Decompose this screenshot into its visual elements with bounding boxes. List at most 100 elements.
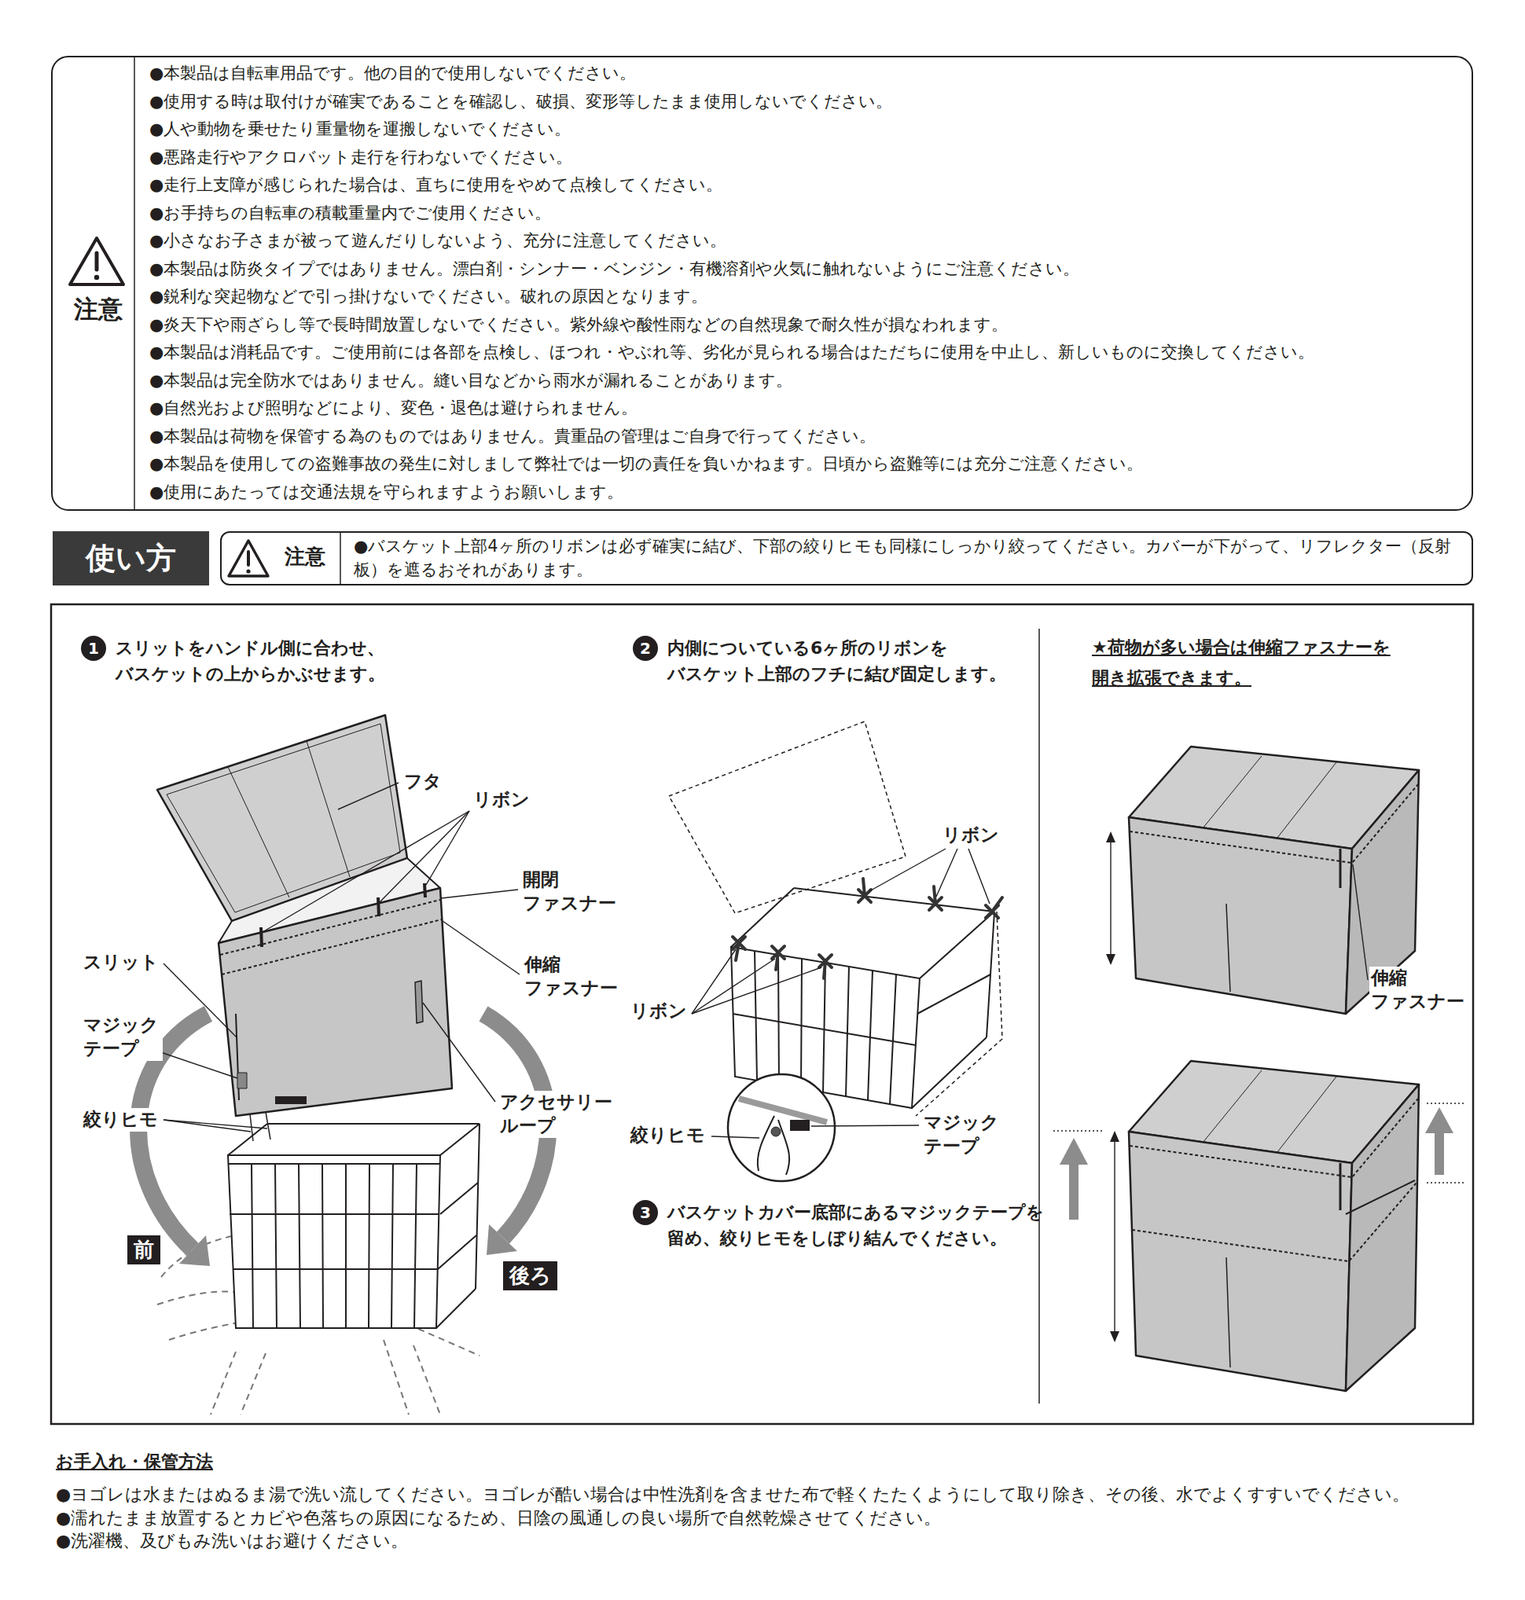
step2-basket (668, 721, 1003, 1117)
wire-basket (368, 1164, 370, 1329)
leader-line (691, 848, 990, 1015)
frame-lines (1038, 628, 1040, 1404)
basket-cover (218, 888, 452, 1117)
basket-cover (275, 1096, 307, 1105)
step2-basket (845, 966, 849, 1097)
ribbon (858, 878, 871, 903)
direction-arrow (486, 1224, 518, 1256)
care-item: ●濡れたまま放置するとカビや色落ちの原因になるため、日陰の風通しの良い場所で自然… (55, 1507, 941, 1531)
frame-lines (228, 540, 269, 577)
ribbon (819, 955, 832, 979)
section-band: 使い方 (52, 531, 210, 586)
leader-line (936, 848, 958, 897)
expanded-cover (1339, 848, 1342, 889)
expanded-cover (1106, 746, 1419, 1392)
caution-heading: 注意 (284, 543, 326, 571)
basket-cover (378, 897, 379, 917)
wire-basket (227, 1155, 441, 1329)
expanded-cover (1109, 1131, 1120, 1143)
wire-basket (275, 1164, 277, 1329)
step-number-text: 1 (80, 635, 107, 662)
caution-item: ●使用にあたっては交通法規を守られますようお願いします。 (149, 481, 624, 504)
magnifier-detail (811, 1125, 919, 1127)
frame-lines (246, 551, 250, 566)
step2-basket (889, 974, 897, 1105)
expanded-cover (1109, 1331, 1120, 1343)
leader-line (426, 811, 470, 886)
expanded-cover (1277, 1076, 1337, 1153)
expanded-cover (1202, 1070, 1262, 1143)
step2-basket (919, 911, 995, 979)
part-label: リボン (940, 823, 1001, 848)
leader-line (968, 848, 990, 904)
wire-basket (440, 1183, 478, 1215)
caution-item: ●人や動物を乗せたり重量物を運搬しないでください。 (149, 118, 571, 140)
care-heading: お手入れ・保管方法 (55, 1451, 214, 1474)
step-number-text: 2 (632, 635, 658, 662)
magnifier-detail (790, 1120, 810, 1132)
wire-basket (267, 1123, 480, 1125)
leader-line (869, 848, 946, 892)
ribbon (732, 878, 1003, 979)
basket-cover (157, 715, 452, 1142)
caution-item: ●バスケット上部4ヶ所のリボンは必ず確実に結び、下部の絞りヒモも同様にしっかり絞… (353, 534, 1455, 582)
basket-cover (227, 767, 290, 898)
basket-cover (306, 741, 350, 878)
wire-basket (229, 1213, 439, 1216)
caution-item: ●使用する時は取付けが確実であることを確認し、破損、変形等したまま使用しないでく… (149, 91, 893, 113)
step2-basket (668, 721, 906, 914)
section-title: 使い方 (52, 531, 210, 586)
expand-arrow (1069, 1163, 1079, 1220)
step2-basket (915, 911, 1003, 1117)
direction-tag: 前 (127, 1235, 161, 1265)
caution-item: ●お手持ちの自転車の積載重量内でご使用ください。 (149, 202, 552, 225)
care-item: ●ヨゴレは水またはぬるま湯で洗い流してください。ヨゴレが酷い場合は中性洗剤を含ま… (55, 1484, 1410, 1507)
wire-basket (391, 1164, 394, 1329)
expand-arrow (1059, 1138, 1088, 1165)
leader-line (440, 889, 519, 899)
leader-line (691, 967, 822, 1015)
expanded-cover (1128, 1131, 1353, 1392)
frame-lines (95, 253, 100, 270)
part-label: リボン (471, 788, 532, 813)
leader-line (379, 811, 470, 903)
step-instruction: 内側についている6ヶ所のリボンを バスケット上部のフチに結び固定します。 (667, 635, 1010, 688)
step2-basket (823, 962, 826, 1093)
basket-cover (237, 1073, 247, 1089)
part-label: マジック テープ (81, 1014, 163, 1062)
step-instruction: スリットをハンドル側に合わせ、 バスケットの上からかぶせます。 (115, 635, 389, 688)
part-label: 伸縮 ファスナー (1369, 966, 1470, 1015)
expanded-cover (1109, 833, 1111, 964)
expanded-cover (1345, 1084, 1419, 1392)
wire-basket (251, 1164, 254, 1329)
expanded-cover (1202, 756, 1262, 829)
caution-item: ●本製品は荷物を保管する為のものではありません。貴重品の管理はご自身で行ってくだ… (149, 426, 876, 448)
expanded-cover (1345, 1180, 1415, 1215)
bicycle-outline (210, 1352, 236, 1415)
basket-cover (221, 919, 442, 975)
expand-arrow (1053, 1130, 1103, 1132)
wire-basket (322, 1164, 324, 1329)
expanded-cover (1106, 831, 1116, 843)
step-number: 2内側についている6ヶ所のリボンを バスケット上部のフチに結び固定します。 (632, 635, 658, 662)
wire-basket (232, 1268, 438, 1271)
basket-cover (424, 883, 426, 898)
step2-basket (793, 888, 995, 912)
expand-arrow (1425, 1107, 1454, 1134)
expanded-cover (1131, 1183, 1417, 1262)
magnifier-detail (757, 1116, 790, 1176)
caution-item: ●本製品は完全防水ではありません。縫い目などから雨水が漏れることがあります。 (149, 370, 793, 392)
part-label: スリット (81, 951, 161, 975)
frame-lines (94, 275, 100, 280)
step2-basket (732, 1014, 916, 1046)
wire-basket (440, 1124, 480, 1156)
leader-line (422, 1003, 496, 1103)
caution-heading: 注意 (73, 293, 123, 325)
frame-lines (51, 57, 1474, 1425)
caution-box: 注意●本製品は自転車用品です。他の目的で使用しないでください。●使用する時は取付… (51, 55, 1474, 511)
frame-lines (246, 569, 250, 574)
caution-item: ●走行上支障が感じられた場合は、直ちに使用をやめて点検してください。 (149, 174, 723, 196)
caution-note-box: 注意 ●バスケット上部4ヶ所のリボンは必ず確実に結び、下部の絞りヒモも同様にしっか… (220, 531, 1474, 586)
wire-basket (436, 1289, 476, 1329)
direction-text: 前 (133, 1237, 155, 1264)
